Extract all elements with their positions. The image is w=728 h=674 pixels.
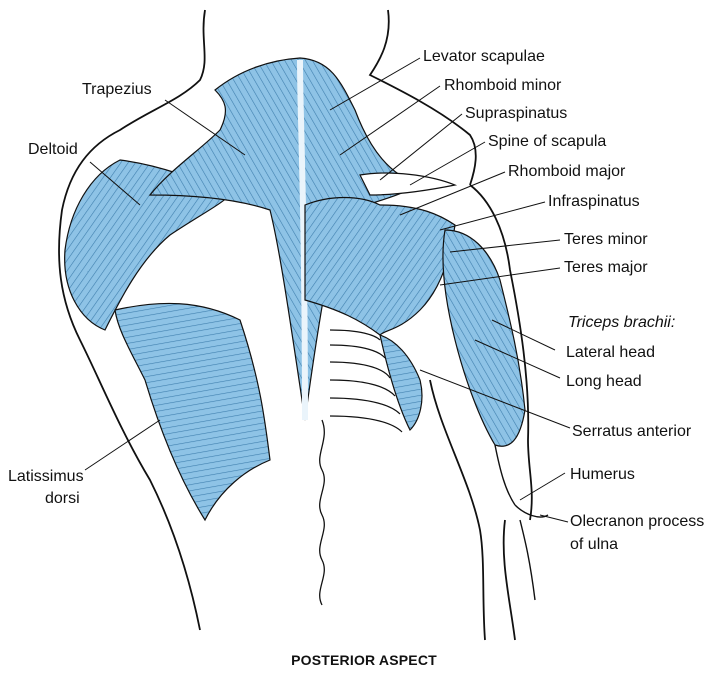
label-triceps-brachii: Triceps brachii: bbox=[568, 313, 675, 332]
label-deltoid: Deltoid bbox=[28, 140, 78, 159]
label-olecranon-line2: of ulna bbox=[570, 535, 618, 554]
label-teres-minor: Teres minor bbox=[564, 230, 648, 249]
label-spine-of-scapula: Spine of scapula bbox=[488, 132, 606, 151]
label-trapezius: Trapezius bbox=[82, 80, 152, 99]
label-long-head: Long head bbox=[566, 372, 642, 391]
label-humerus: Humerus bbox=[570, 465, 635, 484]
label-levator-scapulae: Levator scapulae bbox=[423, 47, 545, 66]
label-latissimus-line2: dorsi bbox=[45, 489, 80, 508]
label-lateral-head: Lateral head bbox=[566, 343, 655, 362]
label-serratus-anterior: Serratus anterior bbox=[572, 422, 691, 441]
label-rhomboid-minor: Rhomboid minor bbox=[444, 76, 561, 95]
label-olecranon-line1: Olecranon process bbox=[570, 512, 704, 531]
serratus-anterior-muscle bbox=[380, 335, 422, 430]
humerus-and-olecranon bbox=[495, 445, 548, 600]
label-teres-major: Teres major bbox=[564, 258, 648, 277]
label-rhomboid-major: Rhomboid major bbox=[508, 162, 625, 181]
label-supraspinatus: Supraspinatus bbox=[465, 104, 567, 123]
label-latissimus-line1: Latissimus bbox=[8, 467, 84, 486]
triceps-brachii-muscle bbox=[443, 230, 525, 446]
figure-caption: POSTERIOR ASPECT bbox=[0, 652, 728, 668]
vertebral-column bbox=[320, 420, 325, 605]
label-infraspinatus: Infraspinatus bbox=[548, 192, 640, 211]
latissimus-dorsi-muscle bbox=[115, 303, 270, 520]
